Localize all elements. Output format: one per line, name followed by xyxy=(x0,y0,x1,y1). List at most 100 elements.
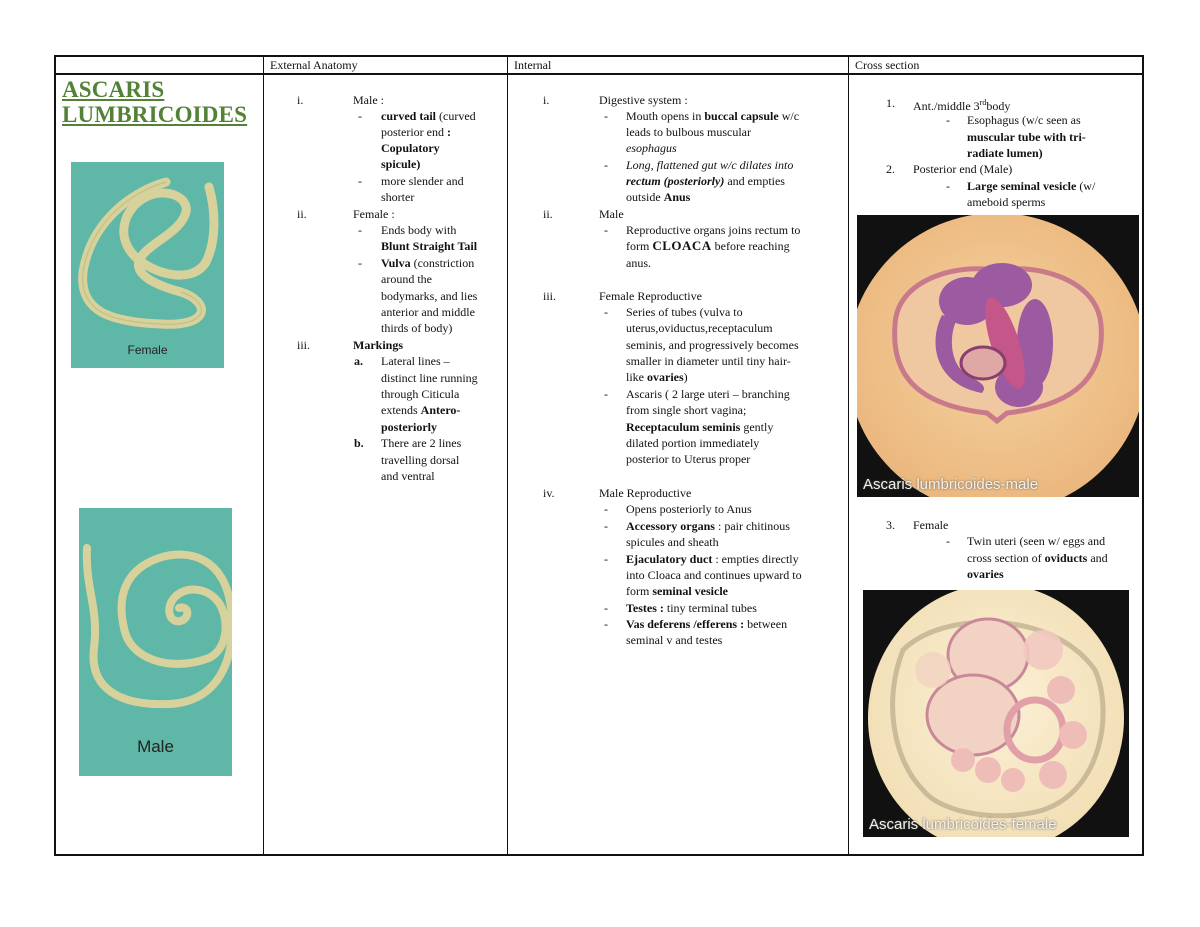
text: anus. xyxy=(626,256,651,270)
bold-term: Blunt Straight Tail xyxy=(381,239,478,253)
text: between xyxy=(744,617,788,631)
text: Reproductive organs joins rectum to xyxy=(626,223,801,237)
sub-letter: a. xyxy=(354,354,363,368)
text: anterior and middle xyxy=(381,305,475,319)
bullet-dash: - xyxy=(604,617,608,631)
list-heading: Female : xyxy=(353,207,395,221)
bold-term: Vulva xyxy=(381,256,411,270)
species-title: ASCARIS LUMBRICOIDES xyxy=(62,77,247,127)
male-cross-section-illustration xyxy=(857,215,1139,497)
bullet-dash: - xyxy=(604,387,608,401)
bullet-dash: - xyxy=(946,534,950,548)
text: outside xyxy=(626,190,664,204)
list-heading: Male Reproductive xyxy=(599,486,692,500)
bullet-dash: - xyxy=(604,109,608,123)
superscript: rd xyxy=(979,98,987,107)
bullet-dash: - xyxy=(358,223,362,237)
column-divider xyxy=(507,57,508,854)
bullet-dash: - xyxy=(604,552,608,566)
bold-term: Anus xyxy=(663,190,691,204)
male-micrograph-caption: Ascaris lumbricoides-male xyxy=(863,476,1039,493)
female-cross-section-micrograph: Ascaris lumbricoides-female xyxy=(863,590,1129,837)
list-heading: Digestive system : xyxy=(599,93,688,107)
text: (w/ xyxy=(1076,179,1096,193)
text: (constriction xyxy=(410,256,475,270)
anatomy-table: External Anatomy Internal Cross section … xyxy=(54,55,1144,856)
text: uterus,oviductus,receptaculum xyxy=(626,321,773,335)
male-worm-illustration xyxy=(82,544,232,709)
column-divider xyxy=(263,57,264,854)
female-cross-section-illustration xyxy=(868,590,1124,837)
text: There are 2 lines xyxy=(381,436,462,450)
bullet-dash: - xyxy=(358,174,362,188)
text: around the xyxy=(381,272,432,286)
text: ) xyxy=(683,370,688,384)
list-number: ii. xyxy=(543,207,553,221)
bullet-dash: - xyxy=(604,223,608,237)
text: ameboid sperms xyxy=(967,195,1046,209)
bold-term: seminal vesicle xyxy=(1000,179,1077,193)
list-heading: Markings xyxy=(353,338,404,352)
list-heading: Female xyxy=(913,518,949,532)
bold-term: spicule) xyxy=(381,157,421,171)
header-internal: Internal xyxy=(514,58,552,72)
text: Ant./middle 3 xyxy=(913,99,980,113)
bold-term: Accessory organs xyxy=(626,519,715,533)
text: thirds of body) xyxy=(381,321,453,335)
bold-term: CLOACA xyxy=(652,238,712,253)
text: and ventral xyxy=(381,469,435,483)
text: seminal v and testes xyxy=(626,633,723,647)
list-number: iii. xyxy=(297,338,311,352)
text: gently xyxy=(740,420,774,434)
female-worm-photo: Female xyxy=(71,162,224,368)
text: smaller in diameter until tiny hair- xyxy=(626,354,791,368)
bold-term: muscular tube with tri- xyxy=(967,130,1086,144)
text: Mouth opens in xyxy=(626,109,705,123)
list-heading: Male xyxy=(599,207,624,221)
list-number: i. xyxy=(297,93,304,107)
bold-term: Large xyxy=(967,179,1001,193)
text: before reaching xyxy=(711,239,790,253)
list-number: iii. xyxy=(543,289,557,303)
list-heading: Posterior end (Male) xyxy=(913,162,1013,176)
text: extends xyxy=(381,403,421,417)
bold-term: ovaries xyxy=(967,567,1004,581)
text: shorter xyxy=(381,190,415,204)
title-line-1: ASCARIS xyxy=(62,77,165,102)
text: form xyxy=(626,239,653,253)
bold-term: buccal capsule xyxy=(704,109,779,123)
bold-italic-term: rectum (posteriorly) xyxy=(626,174,725,188)
table-header-row xyxy=(56,57,1142,75)
bold-term: seminal vesicle xyxy=(652,584,728,598)
bullet-dash: - xyxy=(604,519,608,533)
bullet-dash: - xyxy=(604,305,608,319)
text: form xyxy=(626,584,653,598)
header-cross-section: Cross section xyxy=(855,58,920,72)
text: posterior to Uterus proper xyxy=(626,452,751,466)
bullet-dash: - xyxy=(604,502,608,516)
header-external-anatomy: External Anatomy xyxy=(270,58,358,72)
bullet-dash: - xyxy=(358,256,362,270)
bold-term: curved tail xyxy=(381,109,436,123)
text: Series of tubes (vulva to xyxy=(626,305,743,319)
text: travelling dorsal xyxy=(381,453,460,467)
text: seminis, and progressively becomes xyxy=(626,338,799,352)
female-worm-illustration xyxy=(78,177,219,329)
bullet-dash: - xyxy=(946,113,950,127)
bold-term: radiate lumen) xyxy=(967,146,1043,160)
male-photo-label: Male xyxy=(137,737,174,756)
text: tiny terminal tubes xyxy=(663,601,757,615)
text: dilated portion immediately xyxy=(626,436,760,450)
bullet-dash: - xyxy=(946,179,950,193)
text: spicules and sheath xyxy=(626,535,719,549)
text: w/c xyxy=(778,109,800,123)
text: cross section of xyxy=(967,551,1045,565)
text: distinct line running xyxy=(381,371,478,385)
italic-term: Long, flattened gut w/c dilates into xyxy=(626,158,794,172)
text: and empties xyxy=(724,174,785,188)
text: Esophagus (w/c seen as xyxy=(967,113,1081,127)
bold-term: posteriorly xyxy=(381,420,437,434)
text: : empties directly xyxy=(712,552,799,566)
list-number: iv. xyxy=(543,486,555,500)
female-micrograph-caption: Ascaris lumbricoides-female xyxy=(869,816,1057,833)
